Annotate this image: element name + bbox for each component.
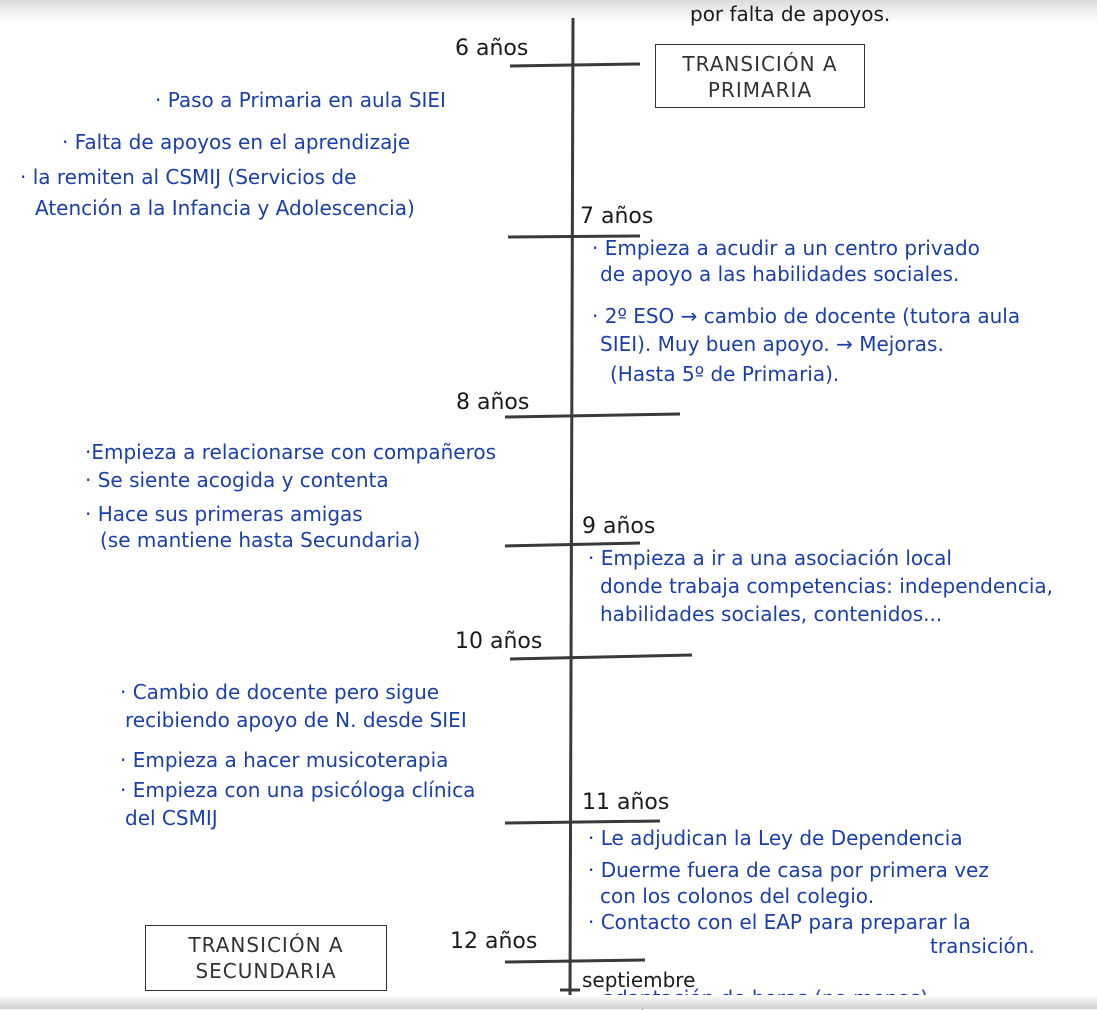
timeline-vertical-line xyxy=(568,17,575,999)
top-cut-text: por falta de apoyos. xyxy=(690,2,891,26)
age-label-11: 11 años xyxy=(582,790,670,815)
note-line: (Hasta 5º de Primaria). xyxy=(610,362,840,386)
note-line: · Empieza con una psicóloga clínica xyxy=(120,778,476,802)
note-line: · Le adjudican la Ley de Dependencia xyxy=(588,826,963,850)
note-line: habilidades sociales, contenidos... xyxy=(600,602,943,626)
note-line: · la remiten al CSMIJ (Servicios de xyxy=(20,165,357,189)
note-line: · 2º ESO → cambio de docente (tutora aul… xyxy=(592,304,1021,328)
note-line: · Empieza a hacer musicoterapia xyxy=(120,748,449,772)
note-line: (se mantiene hasta Secundaria) xyxy=(100,528,421,552)
note-line: · Cambio de docente pero sigue xyxy=(120,680,440,704)
age-label-7: 7 años xyxy=(580,204,654,229)
note-line: · Paso a Primaria en aula SIEI xyxy=(155,88,446,112)
bottom-page-edge xyxy=(0,995,1097,1009)
note-line: · Empieza a ir a una asociación local xyxy=(588,546,952,570)
tick-8 xyxy=(504,412,681,419)
note-line: · Duerme fuera de casa por primera vez xyxy=(588,858,989,882)
note-line: ·Empieza a relacionarse con compañeros xyxy=(85,440,497,464)
note-line: · Empieza a acudir a un centro privado xyxy=(592,236,980,260)
note-line: SIEI). Muy buen apoyo. → Mejoras. xyxy=(600,332,944,356)
note-line: recibiendo apoyo de N. desde SIEI xyxy=(125,708,467,732)
note-line: · Contacto con el EAP para preparar la xyxy=(588,910,971,934)
month-label: septiembre xyxy=(582,968,696,992)
note-line: del CSMIJ xyxy=(125,806,218,830)
note-line: Atención a la Infancia y Adolescencia) xyxy=(35,196,415,220)
tick-9 xyxy=(504,541,641,548)
tick-6 xyxy=(509,62,641,68)
age-label-9: 9 años xyxy=(582,514,656,539)
note-line: de apoyo a las habilidades sociales. xyxy=(600,262,960,286)
age-label-12: 12 años xyxy=(450,929,538,954)
tick-11 xyxy=(504,819,661,825)
tick-10 xyxy=(509,653,693,661)
box-line: TRANSICIÓN A xyxy=(682,52,838,76)
transition-secundaria-box: TRANSICIÓN A SECUNDARIA xyxy=(145,925,387,991)
age-label-10: 10 años xyxy=(455,629,543,654)
tick-12 xyxy=(504,958,646,964)
note-line: donde trabaja competencias: independenci… xyxy=(600,574,1054,598)
tick-7 xyxy=(507,234,641,239)
note-line: · Hace sus primeras amigas xyxy=(85,502,363,526)
transition-primaria-box: TRANSICIÓN A PRIMARIA xyxy=(655,44,865,108)
note-line: · Falta de apoyos en el aprendizaje xyxy=(62,130,411,154)
note-line: con los colonos del colegio. xyxy=(600,884,875,908)
note-line: transición. xyxy=(930,934,1035,958)
note-line: · Se siente acogida y contenta xyxy=(85,468,389,492)
box-line: TRANSICIÓN A xyxy=(188,933,344,957)
top-page-edge xyxy=(0,0,1097,22)
box-line: SECUNDARIA xyxy=(195,959,337,983)
box-line: PRIMARIA xyxy=(707,78,813,102)
age-label-8: 8 años xyxy=(456,390,530,415)
age-label-6: 6 años xyxy=(455,36,529,61)
